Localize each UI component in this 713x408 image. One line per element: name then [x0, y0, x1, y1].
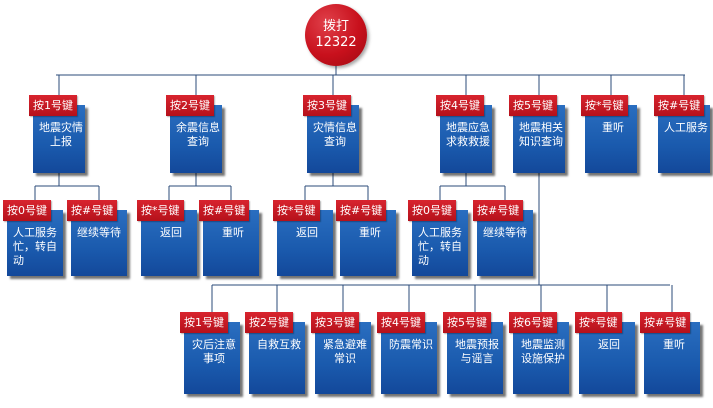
menu-node-level3-5-key-tag: 按5号键 [443, 312, 491, 333]
menu-node-level2-4-1: 人工服务 忙，转自 动按0号键 [408, 200, 468, 276]
menu-node-level3-2-key-tag: 按2号键 [245, 312, 293, 333]
menu-node-level2-1-1: 人工服务 忙，转自 动按0号键 [3, 200, 63, 276]
menu-node-level2-3-2: 重听按#号键 [336, 200, 396, 276]
menu-node-level3-7-key-tag: 按*号键 [575, 312, 622, 333]
menu-node-level1-6-label: 重听 [585, 105, 637, 173]
menu-node-level3-1-label: 灾后注意 事项 [184, 322, 240, 394]
menu-node-level2-1-2-label: 继续等待 [71, 210, 127, 276]
menu-node-level1-2-label: 余震信息 查询 [170, 105, 222, 173]
root-label-line2: 12322 [315, 35, 357, 50]
menu-node-level2-2-1: 返回按*号键 [137, 200, 197, 276]
menu-node-level1-7-key-tag: 按#号键 [654, 95, 705, 116]
menu-node-level1-4-key-tag: 按4号键 [436, 95, 484, 116]
menu-node-level1-7-label: 人工服务 [658, 105, 710, 173]
menu-node-level2-4-2-key-tag: 按#号键 [473, 200, 524, 221]
menu-node-level1-5: 地震相关 知识查询按5号键 [509, 95, 565, 173]
menu-node-level3-5: 地震预报 与谣言按5号键 [443, 312, 503, 394]
menu-node-level3-8-key-tag: 按#号键 [640, 312, 691, 333]
menu-node-level3-7: 返回按*号键 [575, 312, 635, 394]
menu-node-level3-2-label: 自救互救 [249, 322, 305, 394]
menu-node-level2-2-2-label: 重听 [203, 210, 259, 276]
menu-node-level1-5-key-tag: 按5号键 [509, 95, 557, 116]
menu-node-level1-1-key-tag: 按1号键 [29, 95, 77, 116]
menu-node-level3-7-label: 返回 [579, 322, 635, 394]
menu-node-level1-1: 地震灾情 上报按1号键 [29, 95, 85, 173]
menu-node-level2-3-1-key-tag: 按*号键 [273, 200, 320, 221]
menu-node-level3-6: 地震监测 设施保护按6号键 [509, 312, 569, 394]
root-node-dial: 拨打 12322 [305, 4, 367, 66]
menu-node-level2-2-2: 重听按#号键 [199, 200, 259, 276]
menu-node-level3-4: 防震常识按4号键 [377, 312, 437, 394]
menu-node-level1-5-label: 地震相关 知识查询 [513, 105, 565, 173]
menu-node-level2-3-2-label: 重听 [340, 210, 396, 276]
menu-node-level3-4-key-tag: 按4号键 [377, 312, 425, 333]
menu-node-level2-2-1-label: 返回 [141, 210, 197, 276]
menu-node-level1-3: 灾情信息 查询按3号键 [303, 95, 359, 173]
menu-node-level2-4-2-label: 继续等待 [477, 210, 533, 276]
menu-node-level1-4-label: 地震应急 求救救援 [440, 105, 492, 173]
menu-node-level2-2-2-key-tag: 按#号键 [199, 200, 250, 221]
menu-node-level3-2: 自救互救按2号键 [245, 312, 305, 394]
menu-node-level3-3-key-tag: 按3号键 [311, 312, 359, 333]
menu-node-level2-3-2-key-tag: 按#号键 [336, 200, 387, 221]
menu-node-level2-4-1-key-tag: 按0号键 [408, 200, 456, 221]
menu-node-level3-6-label: 地震监测 设施保护 [513, 322, 569, 394]
menu-node-level1-2-key-tag: 按2号键 [166, 95, 214, 116]
menu-node-level2-1-1-label: 人工服务 忙，转自 动 [7, 210, 63, 276]
menu-node-level3-5-label: 地震预报 与谣言 [447, 322, 503, 394]
menu-node-level3-3: 紧急避难 常识按3号键 [311, 312, 371, 394]
menu-node-level1-2: 余震信息 查询按2号键 [166, 95, 222, 173]
menu-node-level1-7: 人工服务按#号键 [654, 95, 710, 173]
menu-node-level2-1-2: 继续等待按#号键 [67, 200, 127, 276]
menu-node-level3-6-key-tag: 按6号键 [509, 312, 557, 333]
menu-node-level1-6-key-tag: 按*号键 [581, 95, 628, 116]
menu-node-level1-6: 重听按*号键 [581, 95, 637, 173]
menu-node-level2-1-1-key-tag: 按0号键 [3, 200, 51, 221]
menu-node-level1-4: 地震应急 求救救援按4号键 [436, 95, 492, 173]
menu-node-level2-3-1: 返回按*号键 [273, 200, 333, 276]
menu-node-level1-3-label: 灾情信息 查询 [307, 105, 359, 173]
menu-node-level2-4-1-label: 人工服务 忙，转自 动 [412, 210, 468, 276]
menu-node-level3-4-label: 防震常识 [381, 322, 437, 394]
menu-node-level1-1-label: 地震灾情 上报 [33, 105, 85, 173]
menu-node-level2-2-1-key-tag: 按*号键 [137, 200, 184, 221]
menu-node-level2-3-1-label: 返回 [277, 210, 333, 276]
menu-node-level2-4-2: 继续等待按#号键 [473, 200, 533, 276]
menu-node-level3-1-key-tag: 按1号键 [180, 312, 228, 333]
menu-node-level3-1: 灾后注意 事项按1号键 [180, 312, 240, 394]
menu-node-level2-1-2-key-tag: 按#号键 [67, 200, 118, 221]
root-label-line1: 拨打 [322, 19, 349, 34]
menu-node-level3-8: 重听按#号键 [640, 312, 700, 394]
menu-node-level3-3-label: 紧急避难 常识 [315, 322, 371, 394]
menu-node-level1-3-key-tag: 按3号键 [303, 95, 351, 116]
menu-node-level3-8-label: 重听 [644, 322, 700, 394]
